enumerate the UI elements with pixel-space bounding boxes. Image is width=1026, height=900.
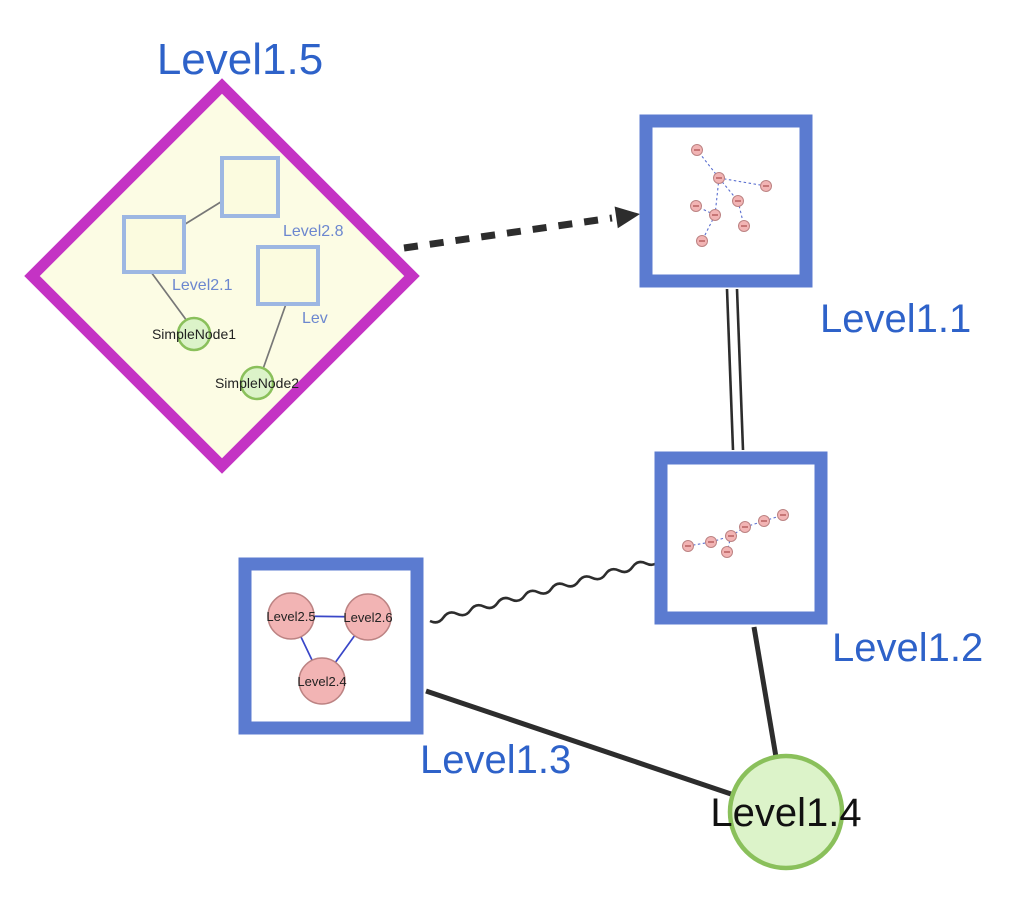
node-lev[interactable] bbox=[256, 245, 320, 306]
label-level1-5: Level1.5 bbox=[157, 35, 323, 84]
node-level1-1 bbox=[639, 114, 813, 288]
node-level2-8[interactable] bbox=[220, 156, 280, 218]
label-level2-6: Level2.6 bbox=[343, 610, 392, 625]
node-simplenode1[interactable] bbox=[176, 316, 212, 352]
label-simplenode1: SimpleNode1 bbox=[152, 326, 236, 342]
edge-level12-level14[interactable] bbox=[751, 626, 779, 758]
edge-level21-simplenode1[interactable] bbox=[150, 271, 188, 322]
node-level1-4[interactable] bbox=[727, 753, 845, 871]
label-level1-2: Level1.2 bbox=[832, 626, 983, 670]
edge-level15-level11[interactable] bbox=[403, 206, 640, 252]
arrowhead-icon bbox=[614, 206, 640, 229]
edge-lev-simplenode2[interactable] bbox=[262, 303, 287, 370]
level1-3-frame[interactable] bbox=[238, 557, 424, 735]
edge-level15-level11-dashes bbox=[403, 214, 613, 252]
node-level1-5: Level2.8 Level2.1 Lev SimpleNode1 Simple… bbox=[24, 78, 420, 474]
node-level2-6[interactable] bbox=[344, 593, 392, 641]
label-level1-1: Level1.1 bbox=[820, 297, 971, 341]
label-level1-4: Level1.4 bbox=[710, 791, 861, 835]
node-level1-2 bbox=[654, 451, 828, 625]
edge-level11-level12[interactable] bbox=[725, 288, 745, 451]
level1-1-subgraph bbox=[690, 144, 772, 247]
level1-2-subgraph bbox=[682, 509, 789, 558]
level1-2-frame[interactable] bbox=[654, 451, 828, 625]
node-simplenode2[interactable] bbox=[239, 365, 275, 401]
edge-level13-level14[interactable] bbox=[425, 688, 735, 798]
label-level2-1: Level2.1 bbox=[172, 277, 233, 294]
label-level1-3: Level1.3 bbox=[420, 738, 571, 782]
edge-level13-level12[interactable] bbox=[429, 559, 661, 624]
label-simplenode2: SimpleNode2 bbox=[215, 375, 299, 391]
node-level2-1[interactable] bbox=[122, 215, 186, 274]
level1-5-diamond-shape[interactable] bbox=[24, 78, 420, 474]
node-level2-4[interactable] bbox=[298, 657, 346, 705]
label-level2-4: Level2.4 bbox=[297, 674, 346, 689]
label-lev: Lev bbox=[302, 310, 328, 327]
label-level2-8: Level2.8 bbox=[283, 223, 344, 240]
level1-1-frame[interactable] bbox=[639, 114, 813, 288]
edge-level28-level21[interactable] bbox=[181, 199, 225, 227]
node-level2-5[interactable] bbox=[267, 592, 315, 640]
node-level1-3: Level2.5 Level2.6 Level2.4 bbox=[238, 557, 424, 735]
label-level2-5: Level2.5 bbox=[266, 609, 315, 624]
